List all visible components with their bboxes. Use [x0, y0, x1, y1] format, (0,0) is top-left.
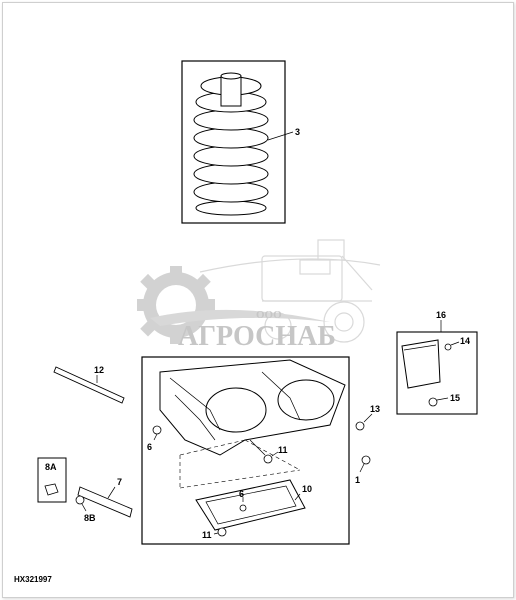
callout-6-lower: 6	[239, 489, 244, 499]
callout-8B: 8B	[84, 513, 96, 523]
callout-6-upper: 6	[147, 442, 152, 452]
callout-11-lower: 11	[202, 530, 212, 540]
callout-7: 7	[117, 477, 122, 487]
callout-11-upper: 11	[278, 445, 288, 455]
callout-10: 10	[302, 484, 312, 494]
part-12-strip	[53, 366, 125, 404]
harvester-icon	[199, 239, 381, 343]
callout-14: 14	[460, 336, 470, 346]
callout-3: 3	[295, 127, 300, 137]
callout-13: 13	[370, 404, 380, 414]
fasteners-13-1	[355, 413, 373, 473]
watermark-logo: ООО АГРОСНАБ	[137, 239, 381, 352]
part-16-cover	[396, 331, 478, 415]
callout-1: 1	[355, 475, 360, 485]
watermark-small-text: ООО	[256, 309, 282, 321]
auger-part	[181, 60, 294, 224]
part-7-bar	[75, 486, 133, 518]
swoosh-shape	[150, 309, 330, 326]
callout-15: 15	[450, 393, 460, 403]
callout-8A: 8A	[45, 462, 57, 472]
figure-reference: HX321997	[14, 575, 52, 584]
housing-assembly	[141, 356, 350, 545]
callout-16: 16	[436, 310, 446, 320]
watermark-brand-text: АГРОСНАБ	[178, 321, 336, 352]
callout-12: 12	[94, 365, 104, 375]
part-8a	[37, 457, 67, 503]
